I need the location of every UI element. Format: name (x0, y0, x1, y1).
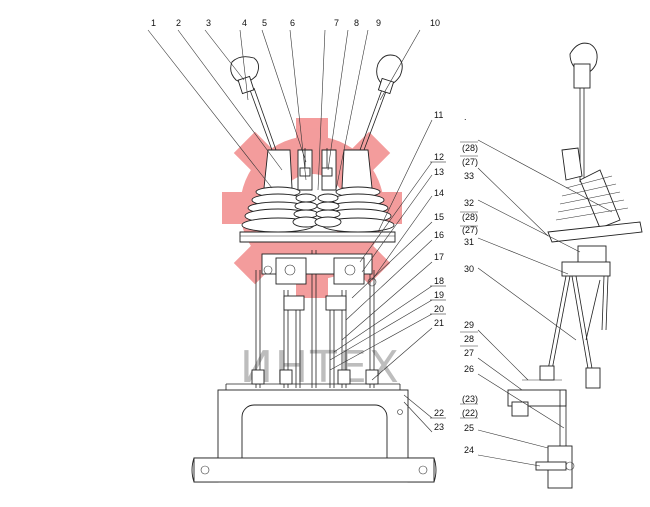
right-joystick-lever (359, 54, 403, 151)
callout-8: 8 (354, 18, 359, 28)
callout-9: 9 (376, 18, 381, 28)
callout-11: 11 (434, 110, 443, 120)
left-callout-leaders (147, 29, 433, 433)
callout-12: 12 (434, 152, 444, 162)
callout-2: 2 (176, 18, 181, 28)
callout-13: 13 (434, 167, 444, 177)
callout-18: 18 (434, 276, 444, 286)
callout-20: 20 (434, 304, 444, 314)
right-callout-leaders (460, 139, 613, 467)
callout-r-28a: (28) (462, 143, 478, 153)
callout-1: 1 (151, 18, 156, 28)
callout-14: 14 (434, 188, 444, 198)
callout-7: 7 (334, 18, 339, 28)
callout-r-25: 25 (464, 423, 474, 433)
callout-r-28b: (28) (462, 212, 478, 222)
callout-dot: . (464, 112, 467, 122)
callout-r-30: 30 (464, 264, 474, 274)
watermark-text: ИНТЕХ (240, 342, 401, 393)
callout-3: 3 (206, 18, 211, 28)
callout-17: 17 (434, 252, 444, 262)
left-callout-labels: 1 2 3 4 5 6 7 8 9 10 11 12 13 14 15 16 1… (151, 18, 446, 432)
callout-6: 6 (290, 18, 295, 28)
callout-r-27: 27 (464, 348, 474, 358)
callout-5: 5 (262, 18, 267, 28)
control-rods (251, 250, 379, 388)
callout-r-26: 26 (464, 364, 474, 374)
callout-15: 15 (434, 212, 444, 222)
callout-r-27a: (27) (462, 157, 478, 167)
callout-21: 21 (434, 318, 444, 328)
callout-4: 4 (242, 18, 247, 28)
center-bellows (292, 149, 342, 228)
callout-10: 10 (430, 18, 440, 28)
callout-r-27b: (27) (462, 225, 478, 235)
callout-r-24: 24 (464, 445, 474, 455)
right-assembly-side-view (507, 42, 643, 489)
side-bellows-boot (555, 169, 629, 229)
callout-r-23: (23) (462, 394, 478, 404)
callout-r-29: 29 (464, 320, 474, 330)
right-callout-labels: (28) (27) 33 32 (28) (27) 31 30 29 28 27… (462, 143, 478, 455)
callout-r-28: 28 (464, 334, 474, 344)
callout-r-31: 31 (464, 237, 474, 247)
callout-23: 23 (434, 422, 444, 432)
callout-16: 16 (434, 230, 444, 240)
callout-r-22: (22) (462, 408, 478, 418)
callout-r-32: 32 (464, 198, 474, 208)
callout-22: 22 (434, 408, 444, 418)
callout-19: 19 (434, 290, 444, 300)
left-assembly (191, 54, 437, 483)
callout-r-33: 33 (464, 171, 474, 181)
